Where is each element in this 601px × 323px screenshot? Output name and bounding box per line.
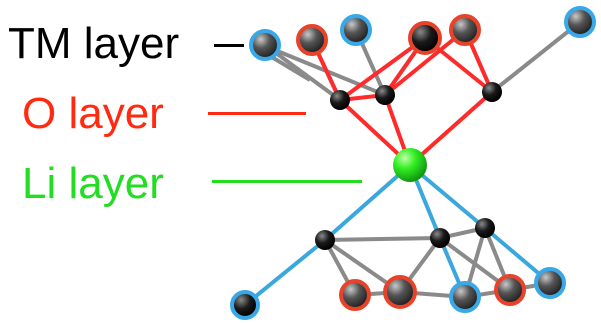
tm-atom <box>564 6 596 38</box>
o-atom <box>315 230 335 250</box>
tm-atom <box>494 274 526 306</box>
tm-atom <box>449 14 481 46</box>
o-atom <box>330 90 350 110</box>
tm-layer-label: TM layer <box>8 19 180 68</box>
tm-atom <box>296 24 328 56</box>
li-layer-leader-line <box>212 180 362 183</box>
li-atom <box>393 148 427 182</box>
tm-layer-leader-line <box>214 44 244 47</box>
lower-o-atoms <box>315 218 495 250</box>
upper-o-atoms <box>330 82 502 110</box>
lower-tm-atoms <box>230 267 566 320</box>
tm-atom <box>340 14 372 46</box>
li-layer-label: Li layer <box>22 159 164 208</box>
tm-atom <box>230 290 260 320</box>
tm-atom <box>383 275 417 309</box>
o-atom <box>475 218 495 238</box>
o-layer-leader-line <box>208 112 306 115</box>
o-layer-label: O layer <box>22 89 164 138</box>
tm-atom <box>339 279 371 311</box>
upper-tm-atoms <box>249 6 596 61</box>
o-atom <box>482 82 502 102</box>
tm-atom <box>249 29 281 61</box>
tm-atom <box>449 281 481 313</box>
tm-atom <box>408 21 442 55</box>
tm-atom <box>534 267 566 299</box>
o-atom <box>430 228 450 248</box>
o-atom <box>375 85 395 105</box>
